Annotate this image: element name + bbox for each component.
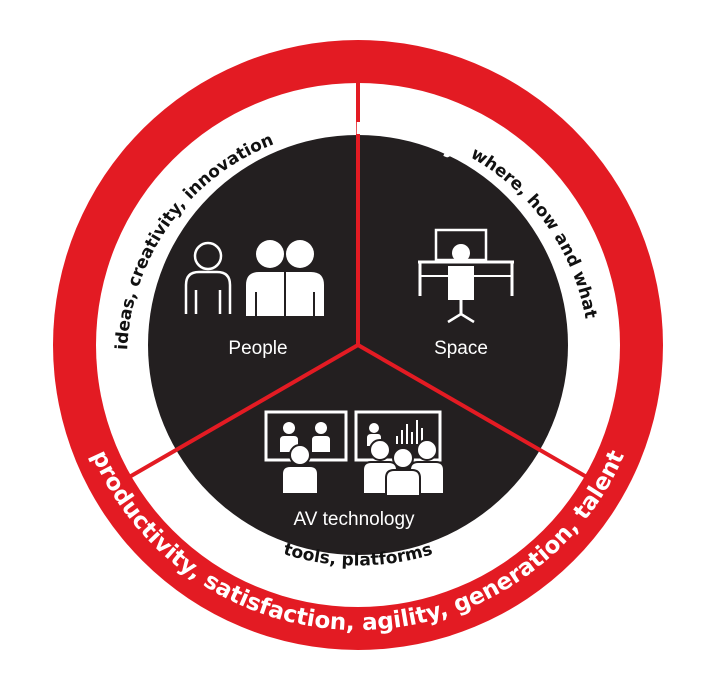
segment-label-av: AV technology — [293, 509, 415, 530]
people-icon — [184, 241, 232, 314]
segment-dividers — [129, 81, 587, 478]
segment-label-people: People — [228, 338, 287, 359]
divider-right — [356, 343, 587, 478]
segment-label-space: Space — [434, 338, 488, 359]
video-conference-icon — [264, 410, 445, 497]
people-group-icon — [246, 240, 324, 316]
workstation-icon — [418, 228, 514, 324]
divider-left — [129, 343, 360, 478]
